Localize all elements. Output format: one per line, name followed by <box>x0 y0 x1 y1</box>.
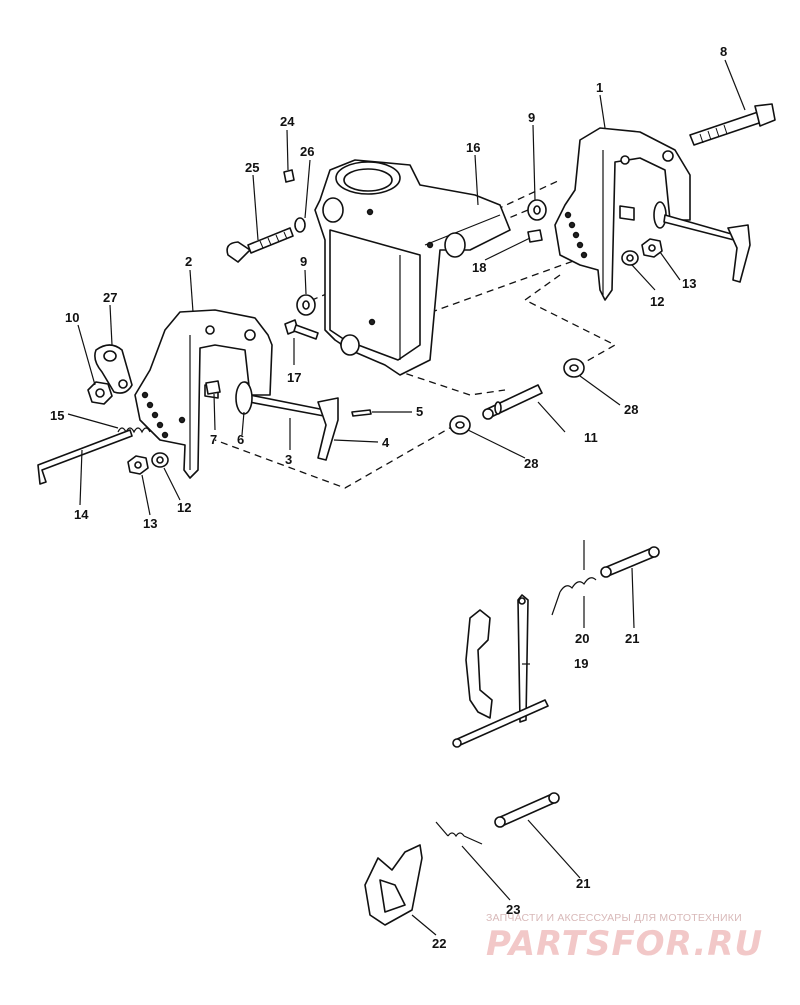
washer-part-9-upper <box>527 199 547 221</box>
callout-2: 2 <box>185 254 192 269</box>
grease-fitting-part-24 <box>283 169 295 183</box>
callout-6: 6 <box>237 432 244 447</box>
swivel-pad-part-6 <box>235 381 253 415</box>
callout-8: 8 <box>720 44 727 59</box>
spring-part-15 <box>117 427 151 434</box>
callout-21-upper: 21 <box>625 631 639 646</box>
watermark: ЗАПЧАСТИ И АКСЕССУАРЫ ДЛЯ МОТОТЕХНИКИ PA… <box>486 912 786 964</box>
fitting-part-18 <box>527 229 543 243</box>
callout-15: 15 <box>50 408 64 423</box>
swivel-bracket-part-16 <box>314 159 511 376</box>
lockwasher-part-12-right <box>621 250 639 266</box>
callout-10: 10 <box>65 310 79 325</box>
clamp-bracket-part-1 <box>554 127 751 301</box>
callout-26: 26 <box>300 144 314 159</box>
callout-13-right: 13 <box>682 276 696 291</box>
pin-part-21-upper <box>600 546 660 578</box>
callout-12-right: 12 <box>650 294 664 309</box>
callout-21-lower: 21 <box>576 876 590 891</box>
callout-28-right: 28 <box>624 402 638 417</box>
callout-14: 14 <box>74 507 89 522</box>
washer-part-28-left <box>449 415 471 435</box>
washer-part-28-right <box>563 358 585 378</box>
callout-25: 25 <box>245 160 259 175</box>
bolt-part-8 <box>689 103 776 146</box>
callout-23: 23 <box>506 902 520 917</box>
plate-part-27 <box>94 344 133 394</box>
latch-part-22 <box>364 844 423 926</box>
callout-11: 11 <box>584 430 598 445</box>
spring-part-23 <box>435 821 483 845</box>
washer-part-26 <box>294 217 306 233</box>
lockwasher-part-12-left <box>151 452 169 468</box>
callout-22: 22 <box>432 936 446 951</box>
locknut-part-10 <box>87 381 113 405</box>
bolt-part-17 <box>284 319 319 340</box>
washer-part-9-lower <box>296 294 316 316</box>
spring-part-20 <box>551 540 597 616</box>
nut-part-13-right <box>641 238 663 258</box>
callout-9-upper: 9 <box>528 110 535 125</box>
callout-labels: 1 8 9 16 24 26 25 9 18 2 27 10 13 12 17 … <box>50 44 727 951</box>
tilt-lock-lever-part-19 <box>452 594 549 748</box>
callout-5: 5 <box>416 404 423 419</box>
callout-1: 1 <box>596 80 603 95</box>
leader-lines <box>67 59 746 936</box>
callout-19: 19 <box>574 656 588 671</box>
callout-7: 7 <box>210 432 217 447</box>
callout-24: 24 <box>280 114 295 129</box>
callout-18: 18 <box>472 260 486 275</box>
callout-9-lower: 9 <box>300 254 307 269</box>
callout-28-left: 28 <box>524 456 538 471</box>
callout-12-left: 12 <box>177 500 191 515</box>
callout-13-left: 13 <box>143 516 157 531</box>
watermark-logo: PARTSFOR.RU <box>486 924 764 964</box>
pin-part-21-lower <box>494 792 560 828</box>
callout-3: 3 <box>285 452 292 467</box>
pin-part-5 <box>351 409 372 417</box>
callout-27: 27 <box>103 290 117 305</box>
watermark-tagline: ЗАПЧАСТИ И АКСЕССУАРЫ ДЛЯ МОТОТЕХНИКИ <box>486 912 742 924</box>
pin-part-11 <box>482 384 543 420</box>
nut-part-13-left <box>127 455 149 475</box>
callout-4: 4 <box>382 435 390 450</box>
rod-part-14 <box>37 429 133 485</box>
callout-16: 16 <box>466 140 480 155</box>
bolt-part-25 <box>226 227 294 263</box>
callout-17: 17 <box>287 370 301 385</box>
callout-20: 20 <box>575 631 589 646</box>
screw-part-7 <box>205 380 221 395</box>
